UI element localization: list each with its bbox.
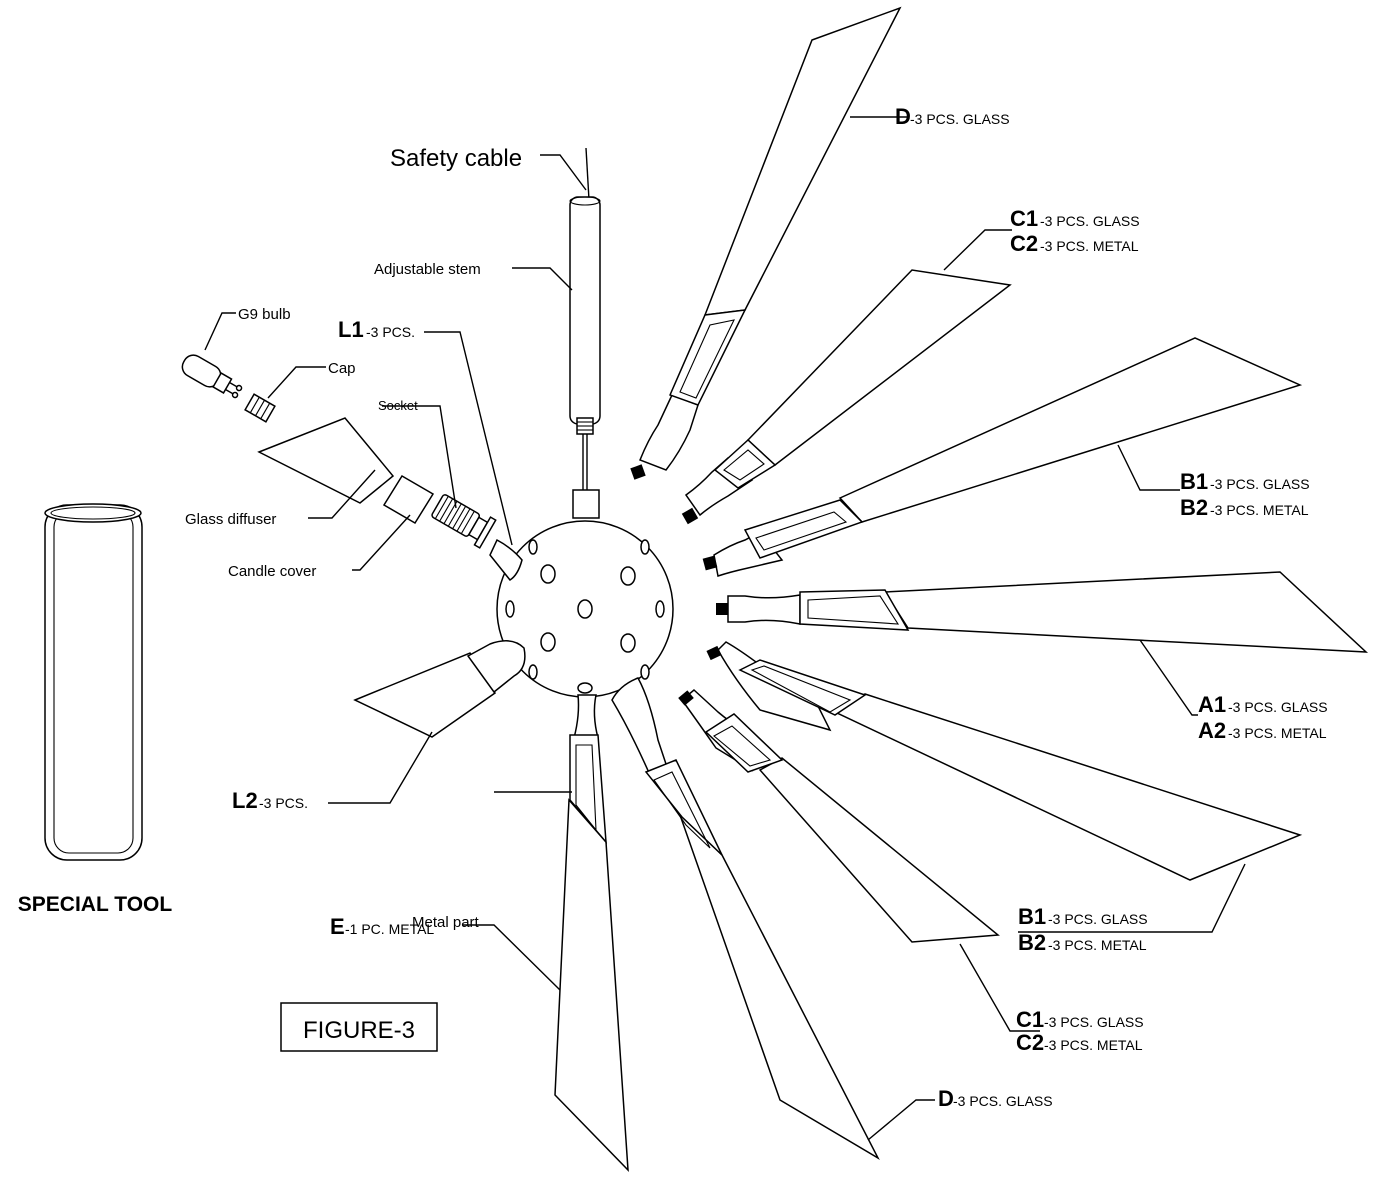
g9-bulb-label: G9 bulb <box>238 306 291 323</box>
e-leader <box>462 924 561 991</box>
c-top-code1: C1 <box>1010 206 1038 231</box>
c-bottom-desc2: -3 PCS. METAL <box>1044 1037 1143 1053</box>
figure-label: FIGURE-3 <box>303 1017 415 1044</box>
c-top-leader <box>943 229 1012 271</box>
cap-label: Cap <box>328 360 356 377</box>
c-bottom-code1: C1 <box>1016 1007 1044 1032</box>
e-blade <box>554 694 629 1172</box>
l1-desc: -3 PCS. <box>366 324 415 340</box>
b-top-code1: B1 <box>1180 469 1208 494</box>
l2-desc: -3 PCS. <box>259 795 308 811</box>
l1-leader <box>424 331 513 546</box>
socket <box>431 494 523 581</box>
b-top-desc1: -3 PCS. GLASS <box>1210 476 1310 492</box>
b-blade-bottom <box>706 641 1303 881</box>
e-code: E <box>330 914 345 939</box>
a-code1: A1 <box>1198 692 1226 717</box>
a-desc2: -3 PCS. METAL <box>1228 725 1327 741</box>
c-top-desc2: -3 PCS. METAL <box>1040 238 1139 254</box>
b-top-desc2: -3 PCS. METAL <box>1210 502 1309 518</box>
d-blade-top <box>630 6 902 480</box>
c-top-desc1: -3 PCS. GLASS <box>1040 213 1140 229</box>
e-desc: -1 PC. METAL <box>345 921 434 937</box>
a-blade <box>716 571 1369 653</box>
b-bottom-desc1: -3 PCS. GLASS <box>1048 911 1148 927</box>
d-bottom-leader <box>867 1099 935 1141</box>
l1-code: L1 <box>338 317 364 342</box>
safety-cable-leader <box>540 154 587 191</box>
stem-leader <box>512 267 573 291</box>
glass-diffuser <box>257 417 395 504</box>
l2-code: L2 <box>232 788 258 813</box>
metal-part-label: Metal part <box>412 914 480 931</box>
b-bottom-desc2: -3 PCS. METAL <box>1048 937 1147 953</box>
safety-cable-label: Safety cable <box>390 145 522 172</box>
d-bottom-code: D <box>938 1086 954 1111</box>
candle-cover-label: Candle cover <box>228 563 316 580</box>
b-blade-top <box>702 337 1303 577</box>
g9-bulb-leader <box>204 312 236 351</box>
special-tool-label: SPECIAL TOOL <box>18 893 173 916</box>
candle-cover <box>382 474 435 525</box>
figure-box <box>280 1002 438 1052</box>
d-bottom-desc: -3 PCS. GLASS <box>953 1093 1053 1109</box>
a-code2: A2 <box>1198 718 1226 743</box>
glass-diffuser-label: Glass diffuser <box>185 511 276 528</box>
glass-diffuser-leader <box>308 469 376 519</box>
a-desc1: -3 PCS. GLASS <box>1228 699 1328 715</box>
c-blade-top <box>681 269 1012 525</box>
cap-leader <box>267 366 326 399</box>
d-top-desc: -3 PCS. GLASS <box>910 111 1010 127</box>
b-bottom-code1: B1 <box>1018 904 1046 929</box>
g9-bulb <box>181 354 243 399</box>
adjustable-stem-label: Adjustable stem <box>374 261 481 278</box>
l2-leader <box>328 731 433 804</box>
c-bottom-leader <box>959 943 1040 1032</box>
c-bottom-desc1: -3 PCS. GLASS <box>1044 1014 1144 1030</box>
cap <box>244 393 276 423</box>
b-bottom-code2: B2 <box>1018 930 1046 955</box>
special-tool <box>44 503 143 861</box>
b-top-leader <box>1117 444 1180 491</box>
candle-cover-leader <box>352 514 411 571</box>
hub <box>496 520 674 698</box>
b-bottom-leader <box>1018 863 1246 933</box>
adjustable-stem <box>569 147 601 519</box>
socket-leader <box>382 405 457 509</box>
l2-part <box>353 640 526 738</box>
c-blade-bottom <box>678 689 1000 943</box>
c-top-code2: C2 <box>1010 231 1038 256</box>
d-blade-bottom <box>611 677 880 1160</box>
a-leader <box>1139 639 1198 716</box>
b-top-code2: B2 <box>1180 495 1208 520</box>
c-bottom-code2: C2 <box>1016 1030 1044 1055</box>
